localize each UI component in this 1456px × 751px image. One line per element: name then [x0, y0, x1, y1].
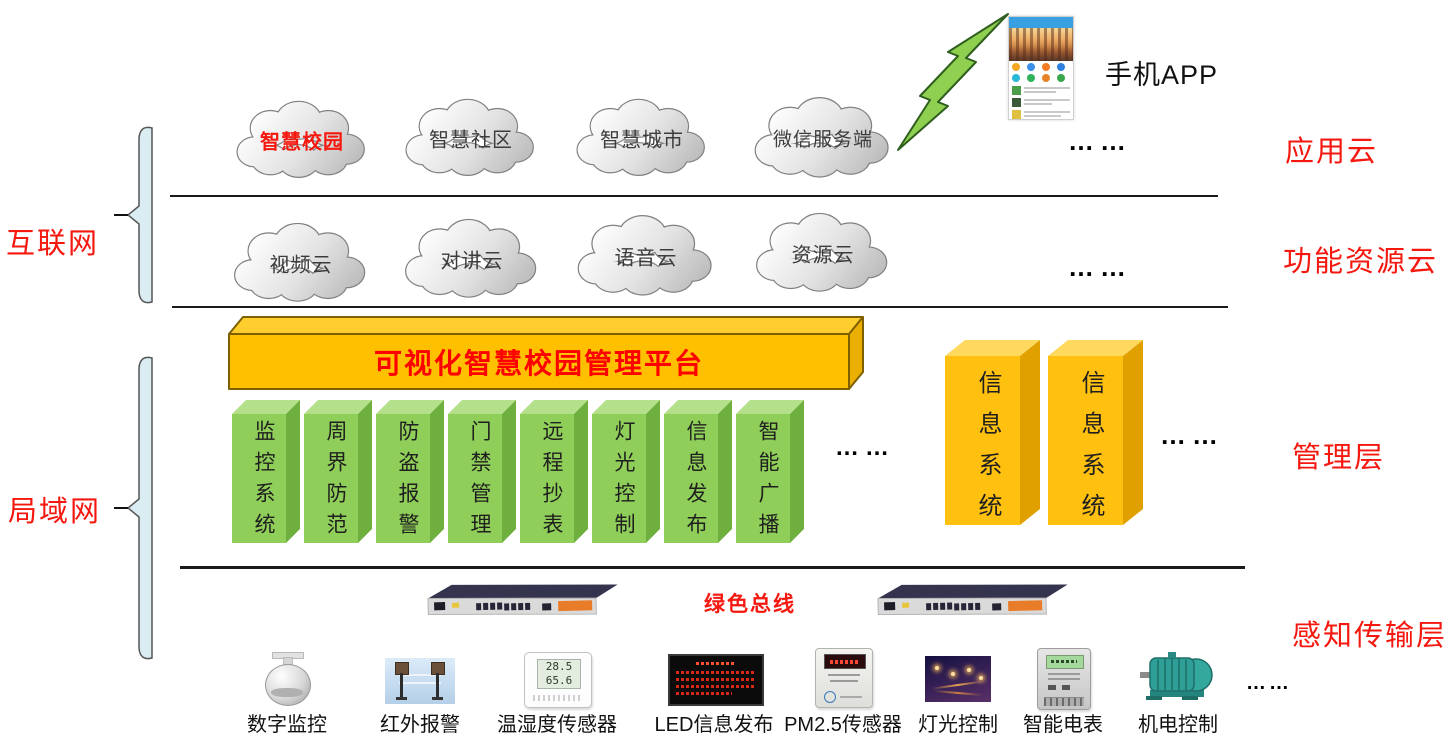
device-row-ellipsis: …… [1246, 672, 1292, 694]
humidity-reading: 65.6 [545, 674, 573, 687]
divider-line-2 [172, 306, 1228, 308]
resource-row-ellipsis: …… [1068, 252, 1132, 282]
yellow-box-icon [945, 340, 1040, 525]
green-box-icon [304, 400, 372, 543]
green-box-icon [736, 400, 804, 543]
info-system-box-1: 信息系统 [945, 338, 1045, 535]
cloud-label: 智慧校园 [260, 131, 344, 154]
cloud-label: 资源云 [791, 244, 855, 267]
green-box-icon [232, 400, 300, 543]
divider-line-1 [170, 195, 1218, 197]
subsystem-box-remote-metering: 远程抄表 [520, 398, 590, 551]
subsystem-box-lighting-control: 灯光控制 [592, 398, 662, 551]
cloud-label: 语音云 [614, 247, 678, 270]
phone-header [1009, 17, 1073, 28]
ethernet-switch-icon [417, 573, 628, 626]
pm25-sensor-icon [815, 648, 873, 708]
lan-brace-icon [114, 356, 153, 660]
subsystem-box-monitoring: 监控系统 [232, 398, 302, 551]
device-label: 智能电表 [1023, 714, 1103, 736]
device-label: LED信息发布 [654, 714, 774, 736]
street-lighting-icon [925, 656, 991, 702]
temp-humidity-sensor-icon: 28.5 65.6 [524, 652, 592, 708]
platform-box-icon [228, 316, 864, 390]
info-system-label: 信息系统 [1077, 370, 1104, 534]
yellow-box-icon [1048, 340, 1143, 525]
green-box-icon [448, 400, 516, 543]
subsystem-box-smart-broadcast: 智能广播 [736, 398, 806, 551]
cloud-label: 智慧城市 [600, 129, 684, 152]
subsystem-label: 周界防范 [324, 420, 347, 544]
sensing-transport-layer-label: 感知传输层 [1292, 620, 1448, 652]
phone-app-icon-grid [1009, 61, 1073, 83]
ethernet-switch-icon [867, 573, 1078, 626]
green-box-icon [592, 400, 660, 543]
subsystem-label: 监控系统 [252, 420, 275, 544]
cloud-resource: 资源云 [748, 206, 898, 300]
cloud-label: 对讲云 [440, 250, 504, 273]
divider-line-3 [180, 566, 1245, 569]
application-cloud-layer-label: 应用云 [1285, 136, 1379, 168]
lan-label: 局域网 [8, 496, 102, 528]
phone-list-item [1009, 95, 1073, 107]
subsystem-label: 智能广播 [756, 420, 779, 544]
green-box-icon [376, 400, 444, 543]
subsystem-label: 信息发布 [684, 420, 707, 544]
device-label: 数字监控 [247, 714, 327, 736]
dome-camera-icon [258, 652, 316, 706]
phone-list-item [1009, 83, 1073, 95]
phone-app-screenshot-icon [1008, 16, 1074, 120]
device-label: 灯光控制 [918, 714, 998, 736]
cloud-smart-community: 智慧社区 [398, 92, 544, 184]
device-label: 红外报警 [380, 714, 460, 736]
cloud-label: 智慧社区 [429, 129, 513, 152]
device-label: 机电控制 [1138, 714, 1218, 736]
function-resource-cloud-layer-label: 功能资源云 [1283, 246, 1439, 278]
subsystem-ellipsis: …… [835, 434, 895, 461]
management-layer-label: 管理层 [1292, 442, 1386, 474]
phone-list-item [1009, 107, 1073, 119]
led-display-icon [668, 654, 764, 706]
internet-label: 互联网 [6, 228, 100, 260]
cloud-video: 视频云 [226, 216, 376, 310]
cloud-smart-campus: 智慧校园 [228, 94, 376, 186]
subsystem-label: 灯光控制 [612, 420, 635, 544]
green-box-icon [664, 400, 732, 543]
subsystem-box-burglar-alarm: 防盗报警 [376, 398, 446, 551]
subsystem-box-info-publishing: 信息发布 [664, 398, 734, 551]
info-system-box-2: 信息系统 [1048, 338, 1148, 535]
cloud-label: 微信服务端 [772, 129, 873, 151]
motor-icon [1138, 652, 1218, 704]
info-system-label: 信息系统 [974, 370, 1001, 534]
subsystem-box-perimeter: 周界防范 [304, 398, 374, 551]
subsystem-label: 远程抄表 [540, 420, 563, 544]
platform-title: 可视化智慧校园管理平台 [373, 348, 704, 379]
cloud-voice: 语音云 [570, 208, 722, 304]
management-ellipsis: …… [1160, 420, 1224, 450]
green-box-icon [520, 400, 588, 543]
temperature-reading: 28.5 [545, 660, 573, 673]
green-bus-label: 绿色总线 [704, 593, 796, 616]
infrared-alarm-icon [385, 658, 455, 704]
mobile-app-label: 手机APP [1105, 60, 1219, 90]
subsystem-label: 门禁管理 [468, 420, 491, 544]
device-label: PM2.5传感器 [784, 714, 902, 736]
application-row-ellipsis: …… [1068, 126, 1132, 156]
device-label: 温湿度传感器 [497, 714, 617, 736]
smart-meter-icon [1037, 648, 1091, 710]
cloud-wechat-service: 微信服务端 [746, 90, 900, 186]
cloud-smart-city: 智慧城市 [568, 92, 716, 184]
cloud-intercom: 对讲云 [398, 212, 546, 306]
internet-brace-icon [114, 126, 153, 304]
phone-banner-photo [1009, 28, 1073, 61]
subsystem-label: 防盗报警 [396, 420, 419, 544]
cloud-label: 视频云 [269, 254, 333, 277]
subsystem-box-access-control: 门禁管理 [448, 398, 518, 551]
lightning-bolt-icon [897, 13, 1009, 151]
